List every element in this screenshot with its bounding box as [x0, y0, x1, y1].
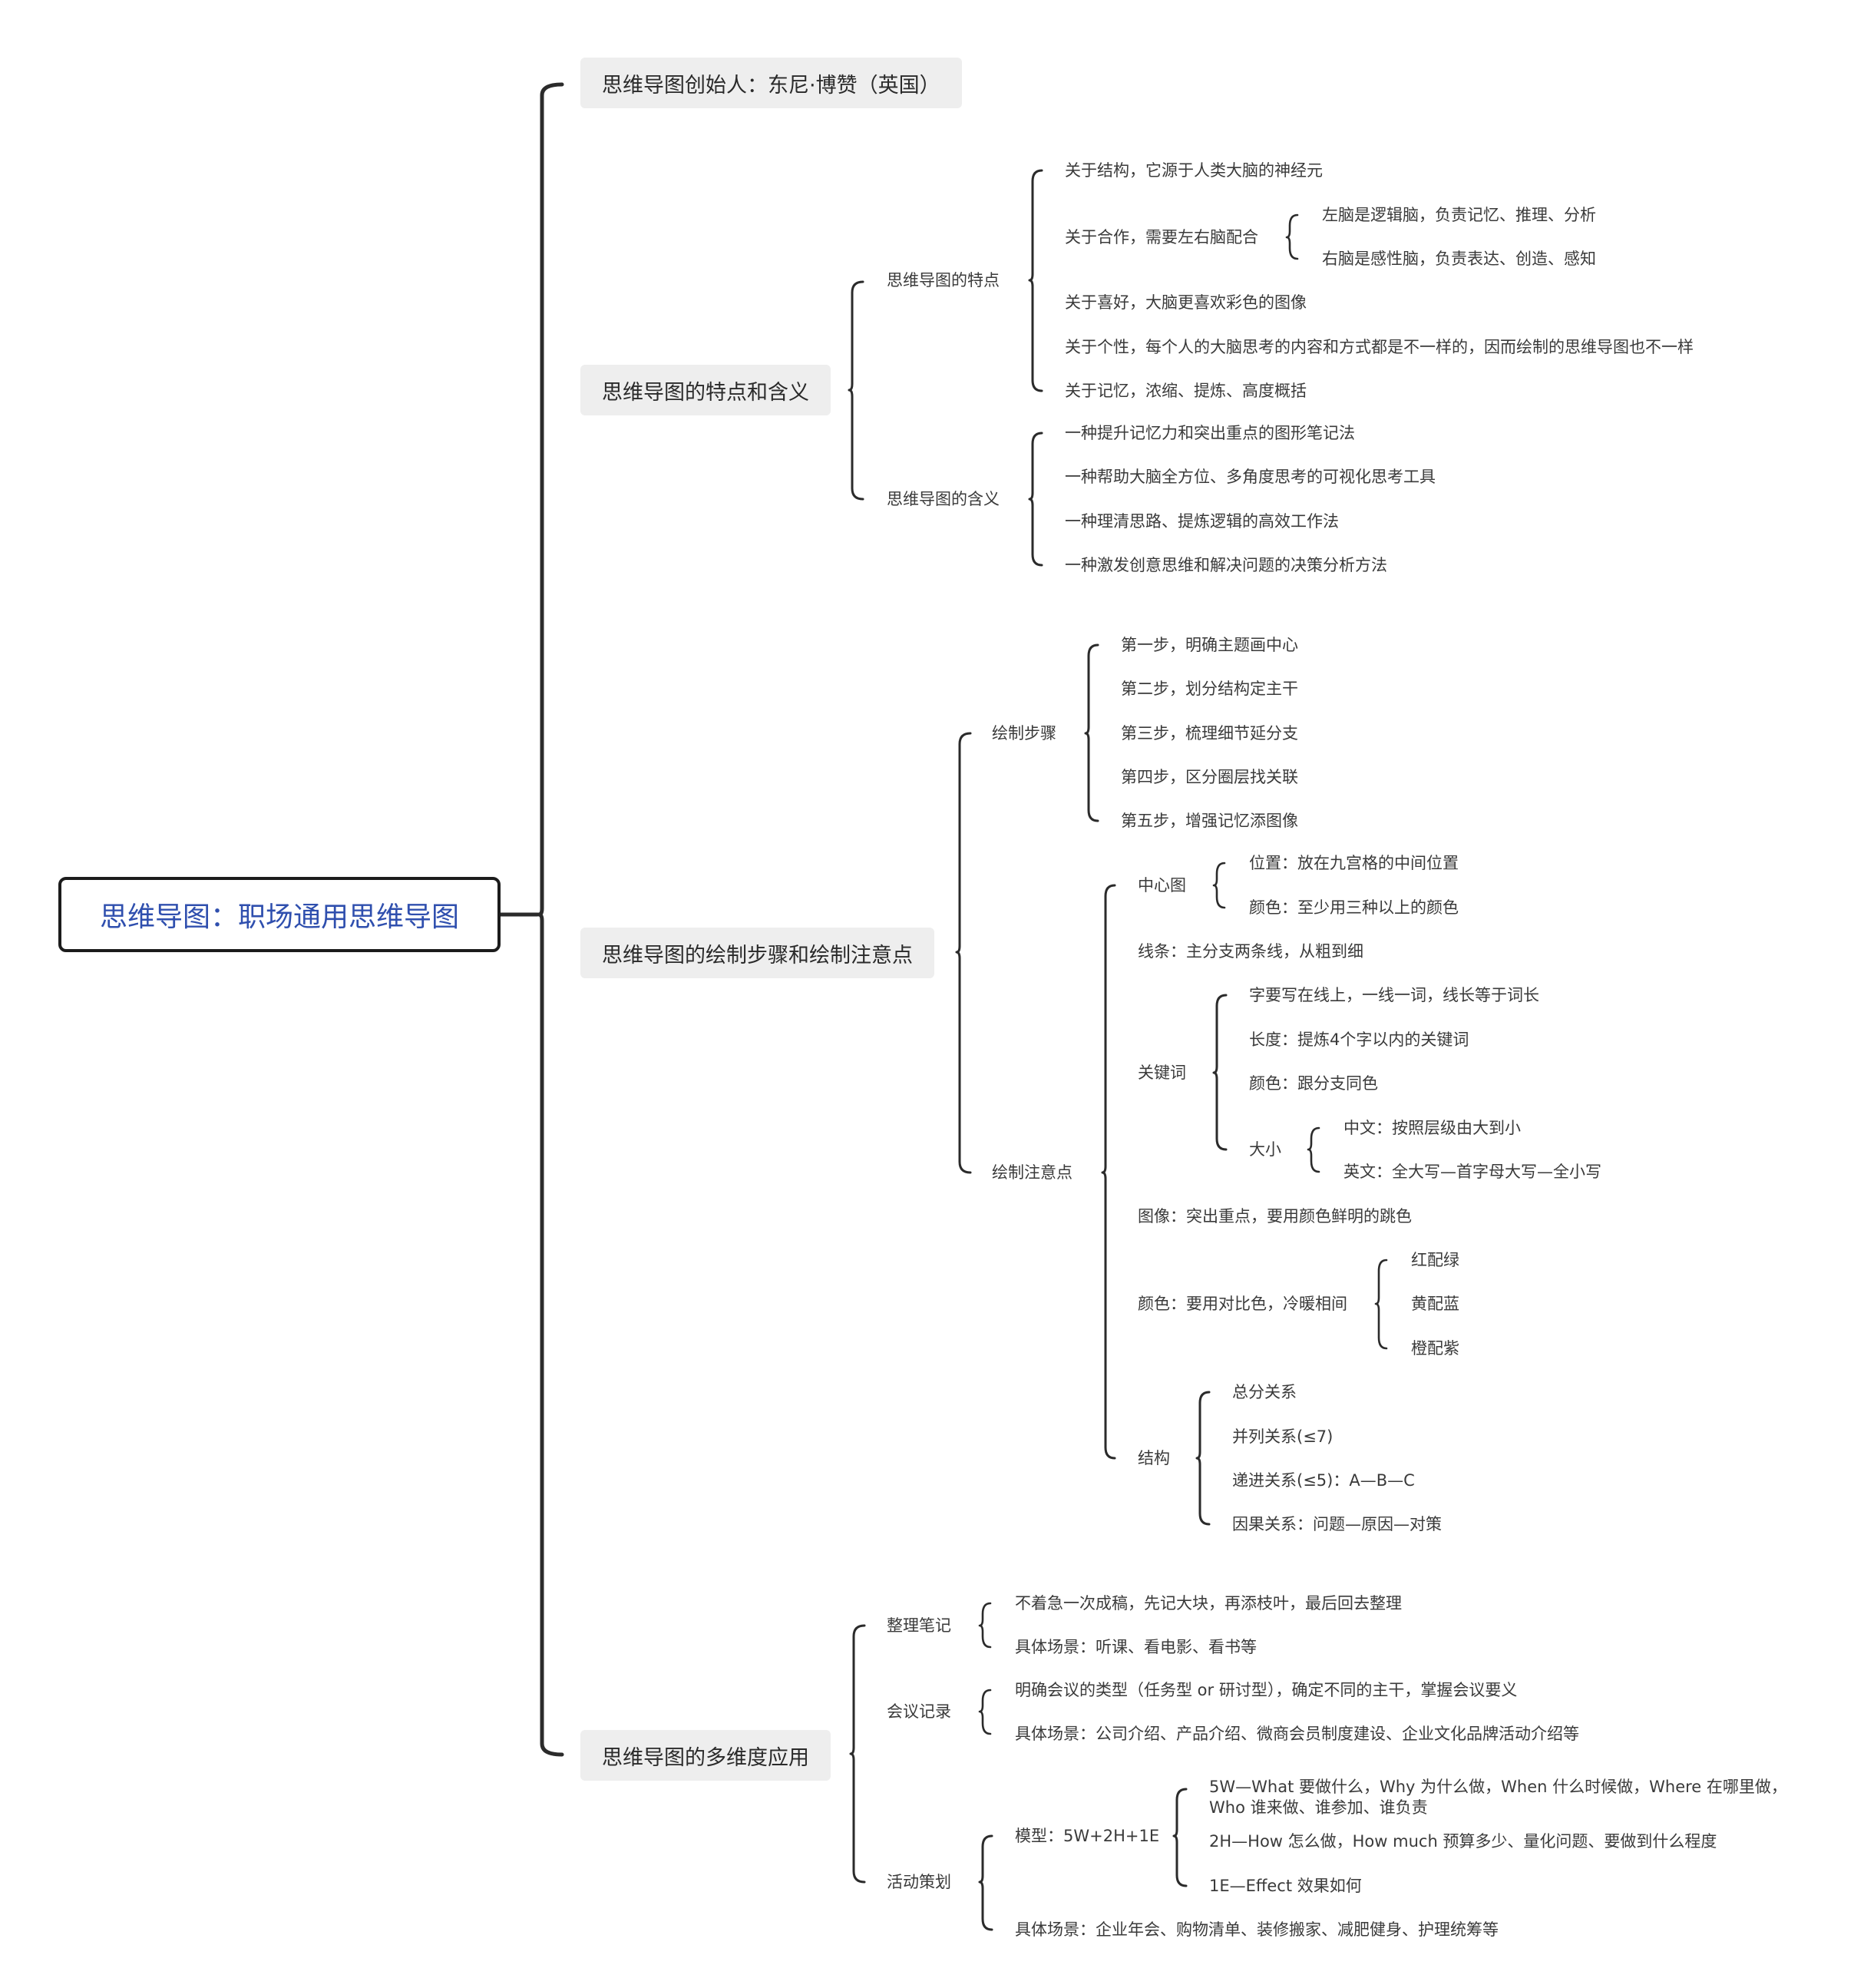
- features-node[interactable]: 思维导图的特点: [887, 271, 1000, 289]
- meaning-node[interactable]: 思维导图的含义: [887, 490, 1000, 508]
- brace-connector: [1172, 1788, 1188, 1887]
- brace-connector: [978, 1834, 993, 1931]
- brace-connector: [1028, 169, 1043, 392]
- topic-drawing[interactable]: 思维导图的绘制步骤和绘制注意点: [580, 928, 934, 978]
- center-color[interactable]: 颜色：至少用三种以上的颜色: [1249, 898, 1459, 917]
- center-position[interactable]: 位置：放在九宫格的中间位置: [1249, 854, 1459, 872]
- app-notes-tip[interactable]: 不着急一次成稿，先记大块，再添枝叶，最后回去整理: [1015, 1594, 1402, 1613]
- app-event-node[interactable]: 活动策划: [887, 1873, 951, 1891]
- topic-founder-label: 思维导图创始人：东尼·博赞（英国）: [602, 73, 940, 98]
- brace-connector: [978, 1602, 992, 1649]
- brace-connector: [1028, 432, 1043, 567]
- step-item[interactable]: 第四步，区分圈层找关联: [1121, 768, 1298, 786]
- app-meeting-tip[interactable]: 明确会议的类型（任务型 or 研讨型），确定不同的主干，掌握会议要义: [1015, 1681, 1518, 1699]
- brace-connector: [849, 1624, 866, 1884]
- brace-connector: [1195, 1391, 1211, 1526]
- keywords-node[interactable]: 关键词: [1138, 1063, 1186, 1082]
- root-topic[interactable]: 思维导图：职场通用思维导图: [58, 877, 501, 952]
- feature-structure[interactable]: 关于结构，它源于人类大脑的神经元: [1065, 161, 1323, 180]
- topic-applications[interactable]: 思维导图的多维度应用: [580, 1730, 831, 1781]
- structure-node[interactable]: 结构: [1138, 1449, 1170, 1467]
- structure-item[interactable]: 递进关系(≤5)：A—B—C: [1232, 1471, 1415, 1490]
- brace-connector: [1285, 213, 1299, 260]
- topic-features-meaning[interactable]: 思维导图的特点和含义: [580, 365, 831, 415]
- keyword-color[interactable]: 颜色：跟分支同色: [1249, 1074, 1378, 1093]
- app-meeting-node[interactable]: 会议记录: [887, 1702, 951, 1721]
- structure-item[interactable]: 总分关系: [1232, 1383, 1297, 1401]
- size-english[interactable]: 英文：全大写—首字母大写—全小写: [1343, 1163, 1601, 1181]
- topic-applications-label: 思维导图的多维度应用: [602, 1745, 809, 1770]
- color-pair[interactable]: 红配绿: [1411, 1251, 1459, 1269]
- keyword-size-node[interactable]: 大小: [1249, 1140, 1281, 1159]
- notes-node[interactable]: 绘制注意点: [992, 1163, 1072, 1182]
- model-1e[interactable]: 1E—Effect 效果如何: [1209, 1877, 1362, 1895]
- brace-connector: [1374, 1259, 1388, 1350]
- app-notes-node[interactable]: 整理笔记: [887, 1616, 951, 1635]
- feature-preference[interactable]: 关于喜好，大脑更喜欢彩色的图像: [1065, 293, 1307, 312]
- app-notes-scenes[interactable]: 具体场景：听课、看电影、看书等: [1015, 1638, 1257, 1656]
- meaning-item[interactable]: 一种提升记忆力和突出重点的图形笔记法: [1065, 424, 1355, 442]
- step-item[interactable]: 第三步，梳理细节延分支: [1121, 724, 1298, 743]
- step-item[interactable]: 第五步，增强记忆添图像: [1121, 812, 1298, 830]
- keyword-length[interactable]: 长度：提炼4个字以内的关键词: [1249, 1030, 1469, 1049]
- root-topic-label: 思维导图：职场通用思维导图: [99, 901, 459, 933]
- brace-connector: [1212, 994, 1228, 1151]
- left-brain[interactable]: 左脑是逻辑脑，负责记忆、推理、分析: [1322, 206, 1596, 224]
- structure-item[interactable]: 并列关系(≤7): [1232, 1427, 1334, 1446]
- brace-connector: [1101, 884, 1116, 1460]
- brace-connector: [955, 732, 972, 1174]
- step-item[interactable]: 第二步，划分结构定主干: [1121, 680, 1298, 698]
- feature-memory[interactable]: 关于记忆，浓缩、提炼、高度概括: [1065, 382, 1307, 400]
- feature-individuality[interactable]: 关于个性，每个人的大脑思考的内容和方式都是不一样的，因而绘制的思维导图也不一样: [1065, 338, 1694, 356]
- brace-connector: [537, 82, 564, 1757]
- topic-founder[interactable]: 思维导图创始人：东尼·博赞（英国）: [580, 58, 962, 108]
- model-5w[interactable]: 5W—What 要做什么，Why 为什么做，When 什么时候做，Where 在…: [1209, 1778, 1787, 1817]
- color-pair[interactable]: 橙配紫: [1411, 1339, 1459, 1358]
- colors-node[interactable]: 颜色：要用对比色，冷暖相间: [1138, 1295, 1347, 1313]
- structure-item[interactable]: 因果关系：问题—原因—对策: [1232, 1515, 1442, 1533]
- brace-connector: [978, 1689, 992, 1735]
- topic-features-meaning-label: 思维导图的特点和含义: [602, 380, 809, 405]
- meaning-item[interactable]: 一种理清思路、提炼逻辑的高效工作法: [1065, 512, 1339, 531]
- center-image-node[interactable]: 中心图: [1138, 876, 1186, 895]
- lines-rule[interactable]: 线条：主分支两条线，从粗到细: [1138, 942, 1363, 961]
- brace-connector: [848, 280, 864, 501]
- app-meeting-scenes[interactable]: 具体场景：公司介绍、产品介绍、微商会员制度建设、企业文化品牌活动介绍等: [1015, 1725, 1579, 1743]
- feature-cooperation[interactable]: 关于合作，需要左右脑配合: [1065, 228, 1258, 246]
- brace-connector: [1307, 1126, 1320, 1173]
- keyword-on-line[interactable]: 字要写在线上，一线一词，线长等于词长: [1249, 986, 1539, 1004]
- step-item[interactable]: 第一步，明确主题画中心: [1121, 636, 1298, 654]
- model-2h[interactable]: 2H—How 怎么做，How much 预算多少、量化问题、要做到什么程度: [1209, 1832, 1717, 1851]
- right-brain[interactable]: 右脑是感性脑，负责表达、创造、感知: [1322, 250, 1596, 268]
- brace-connector: [1212, 862, 1226, 909]
- steps-node[interactable]: 绘制步骤: [992, 724, 1056, 743]
- event-model-node[interactable]: 模型：5W+2H+1E: [1015, 1827, 1160, 1845]
- color-pair[interactable]: 黄配蓝: [1411, 1295, 1459, 1313]
- brace-connector: [1084, 643, 1099, 822]
- meaning-item[interactable]: 一种激发创意思维和解决问题的决策分析方法: [1065, 556, 1387, 574]
- topic-drawing-label: 思维导图的绘制步骤和绘制注意点: [602, 943, 913, 968]
- size-chinese[interactable]: 中文：按照层级由大到小: [1343, 1119, 1521, 1137]
- image-rule[interactable]: 图像：突出重点，要用颜色鲜明的跳色: [1138, 1207, 1412, 1226]
- meaning-item[interactable]: 一种帮助大脑全方位、多角度思考的可视化思考工具: [1065, 468, 1436, 486]
- app-event-scenes[interactable]: 具体场景：企业年会、购物清单、装修搬家、减肥健身、护理统筹等: [1015, 1920, 1499, 1939]
